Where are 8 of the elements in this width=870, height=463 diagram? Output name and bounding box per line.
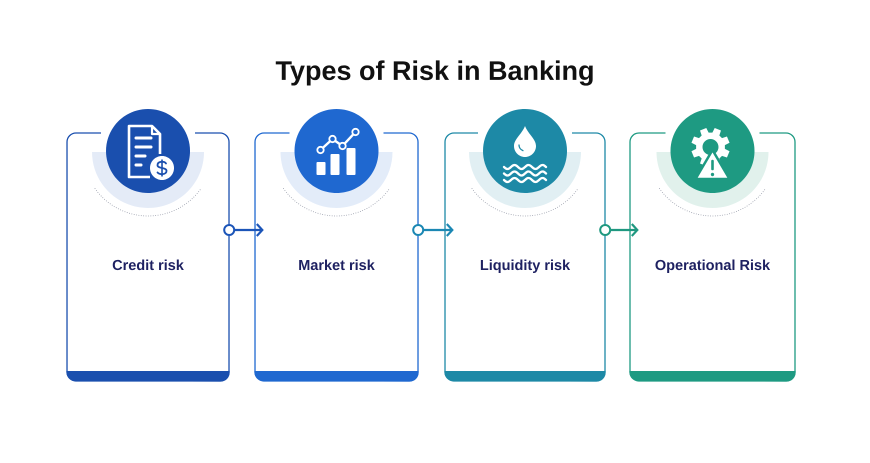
node-label: Liquidity risk — [480, 259, 570, 273]
node-label: Market risk — [299, 259, 375, 270]
arrow — [223, 223, 264, 237]
node-label: Operational Risk — [655, 259, 770, 273]
node-label: Credit risk — [112, 259, 184, 270]
arrow — [599, 223, 639, 237]
title: Types of Risk in Banking — [276, 60, 593, 86]
arrow — [412, 223, 454, 237]
